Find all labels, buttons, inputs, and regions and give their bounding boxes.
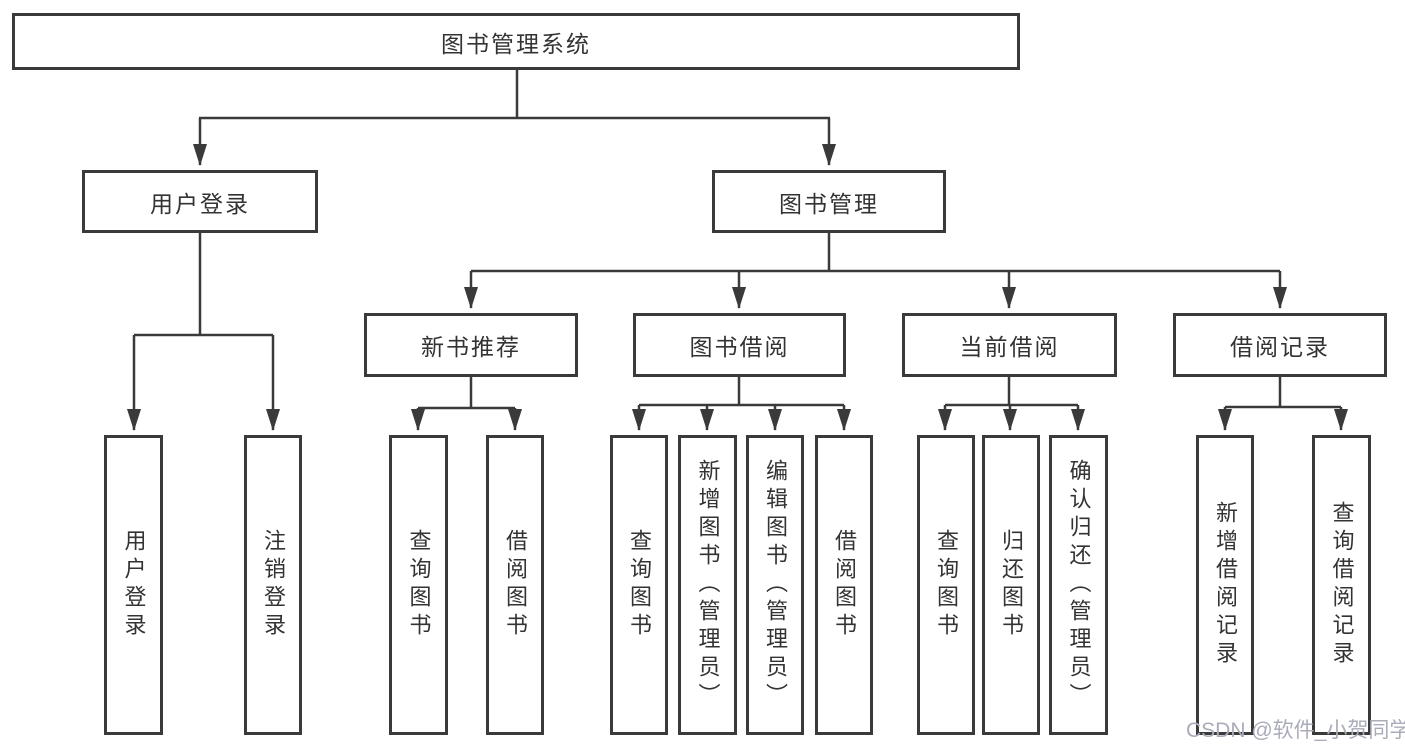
node-book-borrow: 图书借阅 xyxy=(633,313,846,377)
leaf-logout: 注销登录 xyxy=(244,435,302,735)
leaf-newbooks-borrow-books: 借阅图书 xyxy=(486,435,544,735)
node-new-book-recommend: 新书推荐 xyxy=(364,313,578,377)
node-root-system: 图书管理系统 xyxy=(12,13,1020,70)
leaf-newbooks-borrow-books-label: 借阅图书 xyxy=(503,529,528,641)
node-book-borrow-label: 图书借阅 xyxy=(689,334,790,360)
leaf-current-query-books-label: 查询图书 xyxy=(934,529,959,641)
node-user-login-group-label: 用户登录 xyxy=(150,190,250,217)
leaf-newbooks-query-books-label: 查询图书 xyxy=(406,529,432,641)
leaf-borrow-add-books-admin-label: 新增图书（管理员） xyxy=(695,459,721,711)
leaf-borrow-edit-books-admin: 编辑图书（管理员） xyxy=(746,435,804,735)
leaf-current-return-books-label: 归还图书 xyxy=(999,529,1024,641)
leaf-borrow-add-books-admin: 新增图书（管理员） xyxy=(678,435,737,735)
leaf-user-login: 用户登录 xyxy=(104,435,163,735)
leaf-records-query-record: 查询借阅记录 xyxy=(1312,435,1371,735)
leaf-current-return-books: 归还图书 xyxy=(982,435,1040,735)
node-book-management: 图书管理 xyxy=(712,170,946,233)
node-current-borrow: 当前借阅 xyxy=(902,313,1117,377)
leaf-current-query-books: 查询图书 xyxy=(917,435,975,735)
leaf-borrow-borrow-books: 借阅图书 xyxy=(815,435,873,735)
leaf-current-confirm-return-admin: 确认归还（管理员） xyxy=(1049,435,1108,735)
csdn-watermark: CSDN @软件_小贺同学 xyxy=(1186,719,1405,742)
node-current-borrow-label: 当前借阅 xyxy=(959,334,1060,360)
leaf-records-query-record-label: 查询借阅记录 xyxy=(1329,501,1355,669)
leaf-borrow-edit-books-admin-label: 编辑图书（管理员） xyxy=(763,459,788,711)
leaf-current-confirm-return-admin-label: 确认归还（管理员） xyxy=(1066,459,1092,711)
leaf-records-add-record-label: 新增借阅记录 xyxy=(1213,501,1238,669)
leaf-logout-label: 注销登录 xyxy=(261,529,286,641)
leaf-newbooks-query-books: 查询图书 xyxy=(389,435,448,735)
leaf-user-login-label: 用户登录 xyxy=(121,529,147,641)
node-new-book-recommend-label: 新书推荐 xyxy=(421,334,521,360)
leaf-borrow-query-books: 查询图书 xyxy=(610,435,668,735)
leaf-borrow-query-books-label: 查询图书 xyxy=(627,529,652,641)
leaf-records-add-record: 新增借阅记录 xyxy=(1196,435,1254,735)
node-borrow-records: 借阅记录 xyxy=(1173,313,1387,377)
node-borrow-records-label: 借阅记录 xyxy=(1230,334,1330,360)
node-book-management-label: 图书管理 xyxy=(779,190,879,217)
node-user-login-group: 用户登录 xyxy=(82,170,318,233)
node-root-system-label: 图书管理系统 xyxy=(441,30,591,57)
leaf-borrow-borrow-books-label: 借阅图书 xyxy=(832,529,857,641)
